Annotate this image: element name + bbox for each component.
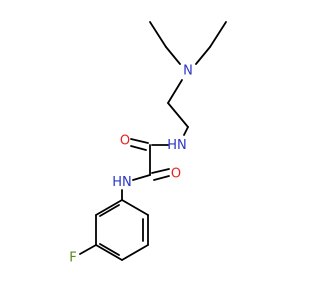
bond-carbonyl-upper-o-2 xyxy=(130,145,147,151)
atom-n-amide-upper-h: H xyxy=(167,138,177,153)
atom-n-amide-lower: HN xyxy=(112,175,132,190)
bond-ethyl1-ch2-n xyxy=(165,46,181,65)
bond-ring-fluorine xyxy=(79,244,97,255)
atom-n-amide-upper-symbol: N xyxy=(177,138,187,153)
ring-bond-3 xyxy=(121,244,149,261)
bond-ch2-ch2 xyxy=(167,102,189,128)
bond-ethyl2-n-ch2 xyxy=(195,46,211,65)
bond-ethyl2-ch2-ch3 xyxy=(209,21,227,48)
atom-n-amide-lower-h: H xyxy=(112,175,122,190)
bond-carbonyl-upper-o-1 xyxy=(130,138,149,144)
bond-carbonyl-lower-o-1 xyxy=(151,168,170,174)
ring-bond-4 xyxy=(95,244,123,261)
ring-bond-1 xyxy=(121,199,149,216)
bond-ch2-nh-upper xyxy=(183,126,189,136)
bond-carbonyl-nh-lower xyxy=(132,174,151,181)
atom-labels: N HN O O HN F xyxy=(69,64,193,266)
bond-ethyl1-ch3-ch2 xyxy=(149,21,167,48)
atom-n-amide-lower-symbol: N xyxy=(122,175,132,190)
atom-n-amide-upper: HN xyxy=(167,138,187,153)
ring-inner-double-3 xyxy=(99,204,120,217)
atom-n-amine: N xyxy=(183,64,193,79)
bonds xyxy=(79,21,227,261)
structure-diagram: N HN O O HN F xyxy=(69,21,227,266)
atom-o-lower: O xyxy=(171,167,181,182)
atom-o-upper: O xyxy=(120,134,130,149)
atom-fluorine: F xyxy=(69,251,76,266)
bond-n-ch2 xyxy=(167,79,183,104)
ring-inner-double-2 xyxy=(99,243,120,256)
bond-carbonyl-lower-o-2 xyxy=(153,175,170,181)
ring-bond-6 xyxy=(95,199,123,216)
molecule-drawing: N HN O O HN F xyxy=(69,21,227,266)
